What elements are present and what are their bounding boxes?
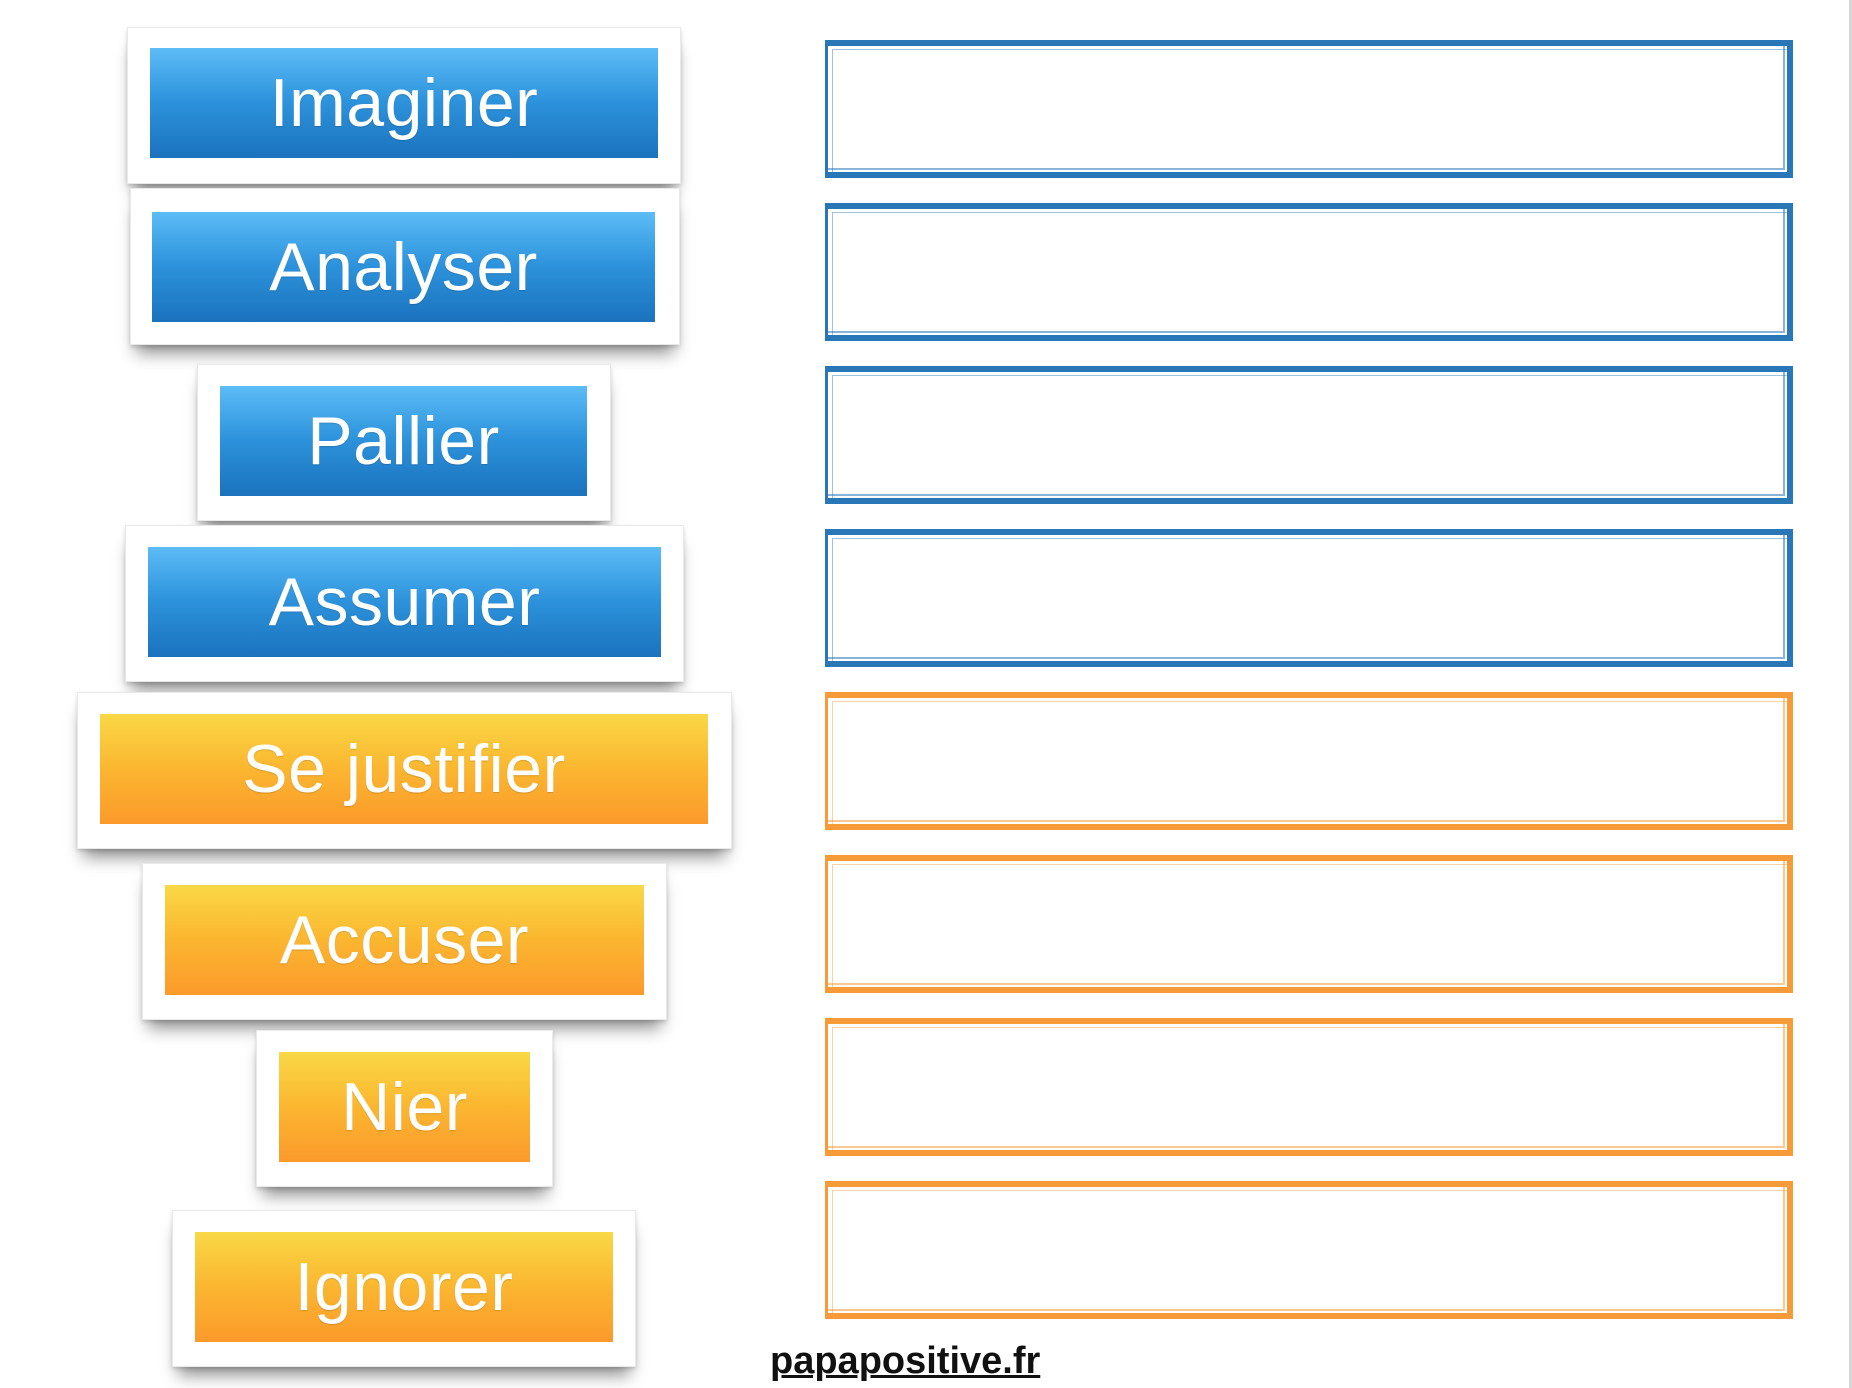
answer-box-8[interactable] bbox=[825, 1181, 1793, 1319]
page-edge-divider bbox=[1849, 0, 1852, 1388]
label-ignorer: Ignorer bbox=[195, 1232, 613, 1342]
label-imaginer: Imaginer bbox=[150, 48, 658, 158]
card-ignorer: Ignorer bbox=[172, 1210, 636, 1367]
answer-box-7[interactable] bbox=[825, 1018, 1793, 1156]
card-se-justifier: Se justifier bbox=[77, 692, 732, 849]
card-pallier: Pallier bbox=[197, 364, 611, 521]
label-assumer: Assumer bbox=[148, 547, 661, 657]
answer-box-6[interactable] bbox=[825, 855, 1793, 993]
card-analyser: Analyser bbox=[130, 188, 680, 345]
answer-box-4[interactable] bbox=[825, 529, 1793, 667]
label-se-justifier: Se justifier bbox=[100, 714, 708, 824]
card-imaginer: Imaginer bbox=[127, 27, 681, 184]
footer-site-link[interactable]: papapositive.fr bbox=[770, 1340, 1041, 1382]
label-analyser: Analyser bbox=[152, 212, 655, 322]
label-nier: Nier bbox=[279, 1052, 530, 1162]
label-accuser: Accuser bbox=[165, 885, 644, 995]
card-nier: Nier bbox=[256, 1030, 553, 1187]
answer-box-5[interactable] bbox=[825, 692, 1793, 830]
card-assumer: Assumer bbox=[125, 525, 684, 682]
answer-box-2[interactable] bbox=[825, 203, 1793, 341]
answer-box-1[interactable] bbox=[825, 40, 1793, 178]
label-pallier: Pallier bbox=[220, 386, 587, 496]
answer-box-3[interactable] bbox=[825, 366, 1793, 504]
card-accuser: Accuser bbox=[142, 863, 667, 1020]
